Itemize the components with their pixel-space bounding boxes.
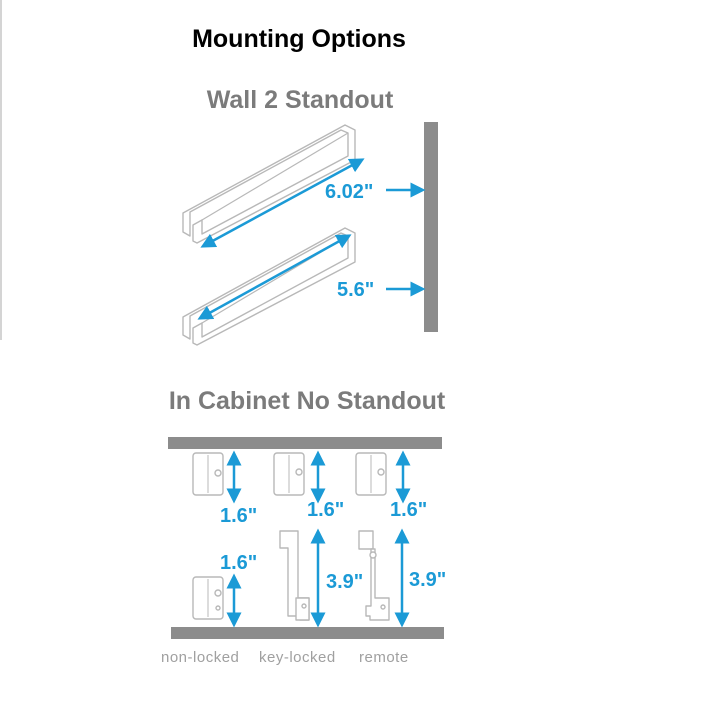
label-key-locked: key-locked (259, 649, 336, 666)
latch-non-locked-bottom (192, 576, 224, 620)
dimension-label: 1.6" (220, 552, 257, 574)
latch-remote-top (355, 452, 387, 496)
dimension-arrow-short (197, 234, 352, 320)
dimension-label-short: 5.6" (337, 279, 374, 301)
wall-bar (424, 122, 438, 332)
label-non-locked: non-locked (161, 649, 239, 666)
label-remote: remote (359, 649, 409, 666)
latch-remote-bottom (358, 530, 390, 621)
latch-non-locked-top (192, 452, 224, 496)
dimension-label: 1.6" (220, 505, 257, 527)
bottom-shelf-bar (171, 627, 444, 639)
top-shelf-bar (168, 437, 442, 449)
page-title: Mounting Options (192, 25, 406, 53)
latch-key-locked-bottom (279, 530, 310, 621)
wall-heading: Wall 2 Standout (207, 86, 394, 114)
dimension-label: 1.6" (307, 499, 344, 521)
dimension-label-long: 6.02" (325, 181, 373, 203)
dimension-arrow-long (200, 158, 365, 248)
cabinet-heading: In Cabinet No Standout (169, 387, 446, 415)
dimension-label: 3.9" (326, 571, 363, 593)
latch-key-locked-top (273, 452, 305, 496)
dimension-label: 1.6" (390, 499, 427, 521)
dimension-label: 3.9" (409, 569, 446, 591)
